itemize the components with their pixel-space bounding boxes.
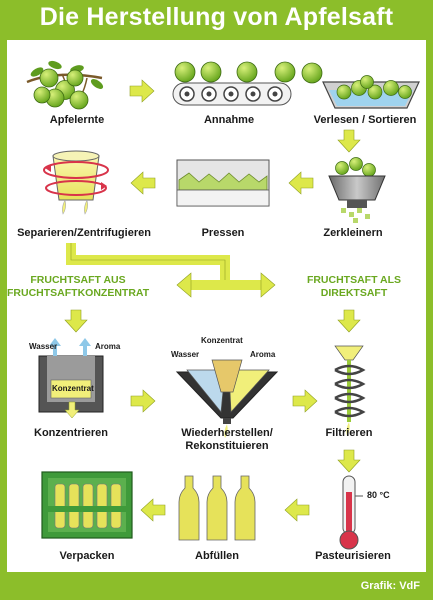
annotation-wasser-2: Wasser <box>171 350 200 359</box>
footer-bar: Grafik: VdF <box>0 572 433 600</box>
annotation-aroma: Aroma <box>95 342 121 351</box>
split-arrow <box>66 243 276 298</box>
flow-arrow-down <box>64 309 88 333</box>
flow-arrow-down <box>337 449 361 473</box>
branch-label-konzentrat-2: FRUCHTSAFTKONZENTRAT <box>7 287 150 299</box>
flow-arrow-down <box>337 129 361 153</box>
grinder-icon <box>328 157 386 223</box>
filter-coil-icon <box>334 345 366 436</box>
mixing-funnel-icon <box>175 359 279 438</box>
step-label-wiederherstellen-1: Wiederherstellen/ <box>181 427 273 439</box>
step-label-filtrieren: Filtrieren <box>325 427 373 439</box>
annotation-konzentrat-2: Konzentrat <box>201 336 243 345</box>
branch-label-konzentrat-1: FRUCHTSAFT AUS <box>30 274 126 286</box>
step-label-verpacken: Verpacken <box>59 550 115 562</box>
centrifuge-icon <box>43 150 109 215</box>
branch-label-direkt-2: DIREKTSAFT <box>320 287 388 299</box>
annotation-aroma-2: Aroma <box>250 350 276 359</box>
flow-arrow-left <box>140 498 166 522</box>
step-label-konzentrieren: Konzentrieren <box>34 427 108 439</box>
graphic-credit: Grafik: VdF <box>360 580 420 592</box>
step-label-separieren: Separieren/Zentrifugieren <box>17 227 151 239</box>
step-label-pasteurisieren: Pasteurisieren <box>315 550 391 562</box>
step-label-pressen: Pressen <box>201 227 245 239</box>
annotation-temperature: 80 °C <box>367 490 390 500</box>
annotation-wasser: Wasser <box>29 342 58 351</box>
thermometer-icon <box>339 475 363 550</box>
evaporator-icon <box>38 338 104 419</box>
process-panel: Apfelernte Annahme Verlesen / Sortieren … <box>7 40 426 572</box>
step-label-zerkleinern: Zerkleinern <box>323 227 383 239</box>
sorting-trough-icon <box>322 75 420 109</box>
flow-arrow-left <box>130 171 156 195</box>
step-label-annahme: Annahme <box>203 114 255 126</box>
branch-label-direkt-1: FRUCHTSAFT ALS <box>306 274 402 286</box>
flow-arrow-left <box>284 498 310 522</box>
flow-arrow-right <box>129 79 155 103</box>
press-icon <box>176 159 270 207</box>
apple-harvest-icon <box>26 60 104 110</box>
page-title: Die Herstellung von Apfelsaft <box>39 3 394 31</box>
flow-arrow-right <box>292 389 318 413</box>
conveyor-icon <box>172 61 323 106</box>
flow-arrow-right <box>130 389 156 413</box>
flow-arrow-left <box>288 171 314 195</box>
flow-arrow-down <box>337 309 361 333</box>
bottles-icon <box>178 475 256 541</box>
step-label-abfuellen: Abfüllen <box>195 550 239 562</box>
annotation-konzentrat: Konzentrat <box>52 384 94 393</box>
step-label-apfelernte: Apfelernte <box>49 114 105 126</box>
crate-icon <box>41 471 133 539</box>
header-bar: Die Herstellung von Apfelsaft <box>0 0 433 40</box>
step-label-verlesen: Verlesen / Sortieren <box>313 114 417 126</box>
step-label-wiederherstellen-2: Rekonstituieren <box>185 440 269 452</box>
